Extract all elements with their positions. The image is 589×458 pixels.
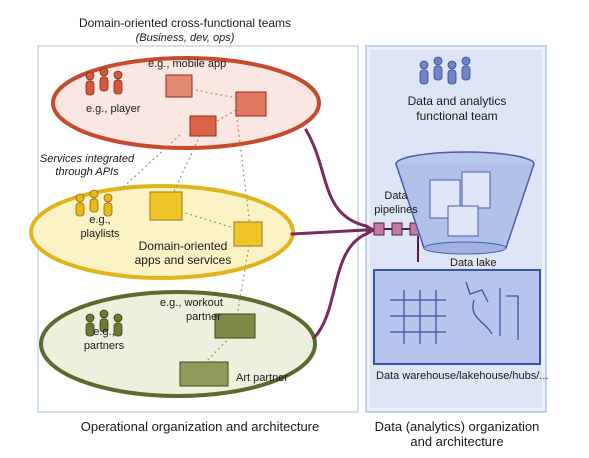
side-note-line-1: Services integrated <box>39 153 135 165</box>
operational-caption: Operational organization and architectur… <box>80 419 320 434</box>
player-team-people-icon <box>85 67 123 96</box>
analytics-team-label-1: Data and analytics <box>407 94 507 108</box>
workout-partner-label-1: e.g., workout <box>160 297 223 309</box>
service-box <box>189 115 217 137</box>
service-box <box>149 191 183 221</box>
service-box <box>165 74 193 98</box>
service-box <box>235 91 267 117</box>
data-lake-label: Data lake <box>450 257 497 269</box>
mobile-app-label: e.g., mobile app <box>148 58 227 70</box>
data-lake-bucket <box>395 151 535 255</box>
data-warehouse-panel <box>373 269 541 365</box>
playlist-team-label-2: playlists <box>80 228 120 240</box>
analytics-caption-2: and architecture <box>410 434 504 449</box>
analytics-team-label-2: functional team <box>416 109 498 123</box>
service-box <box>179 361 229 387</box>
data-warehouse-label: Data warehouse/lakehouse/hubs/... <box>376 370 549 382</box>
mobile-services <box>165 74 267 137</box>
workout-partner-label-2: partner <box>186 311 221 323</box>
service-box <box>233 221 263 247</box>
header-subtitle: (Business, dev, ops) <box>135 32 235 44</box>
art-partner-label: Art partner <box>236 372 288 384</box>
partner-services <box>179 313 256 387</box>
playlist-team-people-icon <box>75 189 113 217</box>
playlist-team-label-1: e.g., <box>89 214 111 226</box>
service-box <box>214 313 256 339</box>
partner-team-label-2: partners <box>83 340 125 352</box>
partner-team-people-icon <box>85 309 123 337</box>
partner-team-label-1: e.g., <box>93 326 115 338</box>
data-flow-arrows <box>290 128 368 340</box>
data-pipelines-label-2: pipelines <box>374 204 418 216</box>
domain-apps-label-2: apps and services <box>134 253 232 267</box>
data-pipelines-label-1: Data <box>384 190 408 202</box>
player-team-label: e.g., player <box>86 103 141 115</box>
domain-apps-label-1: Domain-oriented <box>138 239 228 253</box>
playlist-services <box>149 191 263 247</box>
analytics-team-people-icon <box>419 56 471 85</box>
header-title: Domain-oriented cross-functional teams <box>78 16 292 30</box>
side-note-line-2: through APIs <box>55 166 119 178</box>
arrow-head <box>366 224 376 236</box>
analytics-caption-1: Data (analytics) organization <box>374 419 540 434</box>
